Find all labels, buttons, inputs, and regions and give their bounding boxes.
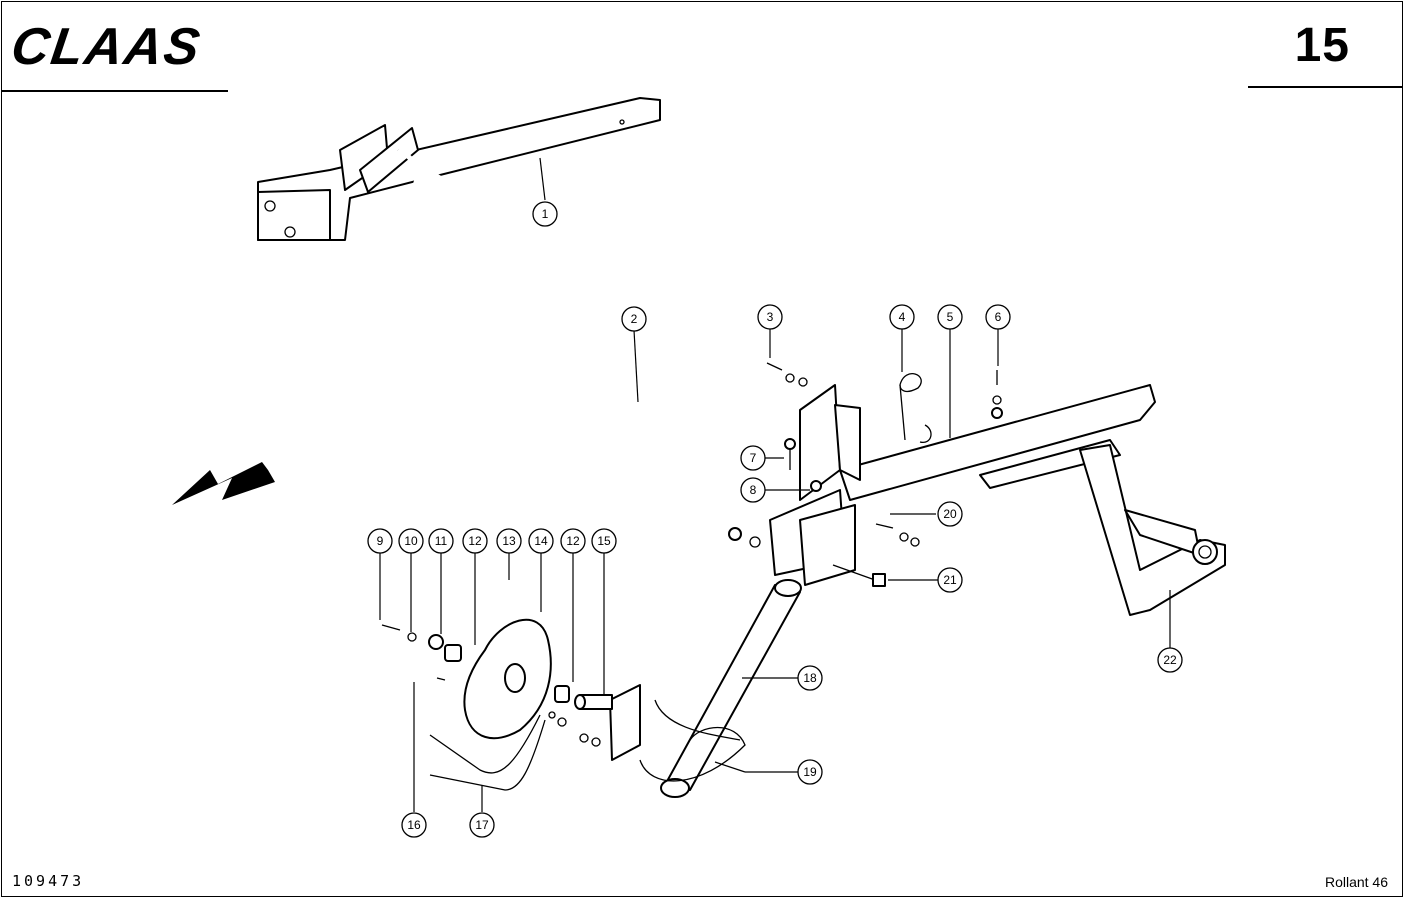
callout-1: 1 — [532, 201, 558, 227]
svg-text:5: 5 — [947, 310, 954, 324]
svg-text:10: 10 — [404, 534, 418, 548]
callout-4: 4 — [889, 304, 915, 330]
callout-22: 22 — [1157, 647, 1183, 673]
callout-5: 5 — [937, 304, 963, 330]
bracket-plates — [769, 384, 861, 586]
svg-text:3: 3 — [767, 310, 774, 324]
callout-2: 2 — [621, 306, 647, 332]
svg-text:9: 9 — [377, 534, 384, 548]
claas-logo: CLAAS — [12, 18, 205, 74]
callout-17: 17 — [469, 812, 495, 838]
svg-text:8: 8 — [750, 483, 757, 497]
callout-3: 3 — [757, 304, 783, 330]
svg-text:14: 14 — [534, 534, 548, 548]
svg-text:4: 4 — [899, 310, 906, 324]
callout-12b: 12 — [560, 528, 586, 554]
svg-text:11: 11 — [435, 534, 448, 548]
svg-text:6: 6 — [995, 310, 1002, 324]
svg-text:2: 2 — [631, 312, 638, 326]
svg-text:16: 16 — [407, 818, 421, 832]
callout-11: 11 — [428, 528, 454, 554]
svg-text:7: 7 — [750, 451, 757, 465]
part-1-frame-arm — [257, 97, 661, 241]
svg-text:20: 20 — [943, 507, 957, 521]
header-rule-right — [1248, 86, 1403, 88]
svg-text:17: 17 — [475, 818, 489, 832]
drawing-number: 109473 — [12, 872, 85, 890]
callout-16: 16 — [401, 812, 427, 838]
svg-text:19: 19 — [803, 765, 817, 779]
svg-text:15: 15 — [597, 534, 611, 548]
part-2-bent-tube — [362, 147, 832, 448]
callout-10: 10 — [398, 528, 424, 554]
part-15-plate — [574, 684, 641, 761]
callout-8: 8 — [740, 477, 766, 503]
part-14-sprocket — [463, 618, 552, 740]
part-22-lower-frame — [1079, 444, 1226, 616]
callout-13: 13 — [496, 528, 522, 554]
svg-text:18: 18 — [803, 671, 817, 685]
callout-9: 9 — [367, 528, 393, 554]
arrow-down-left-icon — [172, 462, 275, 505]
svg-text:12: 12 — [468, 534, 482, 548]
header-rule-left — [2, 90, 228, 92]
small-hardware — [381, 362, 1003, 747]
callout-21: 21 — [937, 567, 963, 593]
part-17-spring — [429, 714, 546, 791]
part-19-u-bolts — [639, 699, 746, 782]
callout-19: 19 — [797, 759, 823, 785]
callout-6: 6 — [985, 304, 1011, 330]
svg-text:13: 13 — [502, 534, 516, 548]
svg-text:12: 12 — [566, 534, 580, 548]
callout-18: 18 — [797, 665, 823, 691]
part-18-tube — [660, 579, 802, 798]
model-name: Rollant 46 — [1324, 874, 1388, 890]
svg-text:1: 1 — [542, 207, 549, 221]
svg-text:22: 22 — [1163, 653, 1177, 667]
callout-14: 14 — [528, 528, 554, 554]
callout-15: 15 — [591, 528, 617, 554]
page-number: 15 — [1294, 19, 1350, 72]
callout-7: 7 — [740, 445, 766, 471]
svg-text:CLAAS: CLAAS — [12, 18, 205, 74]
callout-20: 20 — [937, 501, 963, 527]
svg-text:21: 21 — [943, 573, 957, 587]
leader-lines — [379, 157, 1171, 812]
callout-12a: 12 — [462, 528, 488, 554]
